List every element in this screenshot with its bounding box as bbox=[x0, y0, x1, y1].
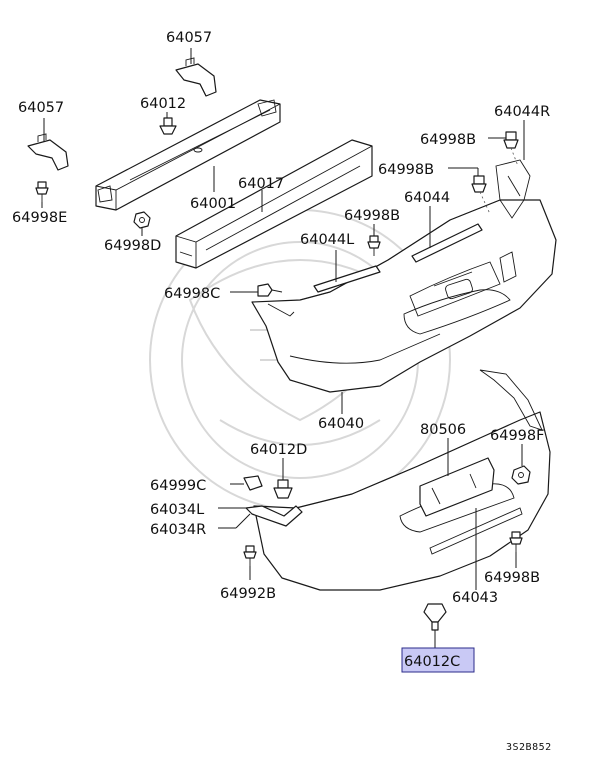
label-64999C[interactable]: 64999C bbox=[150, 478, 206, 494]
label-64057-top[interactable]: 64057 bbox=[166, 30, 212, 46]
label-64998E[interactable]: 64998E bbox=[12, 210, 67, 226]
bolt-64998E[interactable] bbox=[35, 181, 49, 202]
label-64044L[interactable]: 64044L bbox=[300, 232, 354, 248]
label-64034R[interactable]: 64034R bbox=[150, 522, 206, 538]
label-64998C[interactable]: 64998C bbox=[164, 286, 220, 302]
label-64998B-b[interactable]: 64998B bbox=[378, 162, 434, 178]
label-64998D[interactable]: 64998D bbox=[104, 238, 161, 254]
label-64040[interactable]: 64040 bbox=[318, 416, 364, 432]
bolt-64998B-c[interactable] bbox=[367, 235, 381, 256]
bracket-64057-top[interactable] bbox=[175, 57, 217, 97]
bracket-80506[interactable] bbox=[419, 457, 495, 517]
leader-64034R-b bbox=[235, 513, 251, 529]
bracket-64057-left[interactable] bbox=[27, 133, 69, 171]
bolt-64998B-d[interactable] bbox=[509, 531, 523, 552]
label-64012D[interactable]: 64012D bbox=[250, 442, 307, 458]
label-64017[interactable]: 64017 bbox=[238, 176, 284, 192]
label-64998B-c[interactable]: 64998B bbox=[344, 208, 400, 224]
bolt-64998C[interactable] bbox=[257, 283, 283, 297]
dash-64998B-a bbox=[510, 147, 519, 167]
nut-64998F[interactable] bbox=[511, 465, 531, 485]
bolt-64992B[interactable] bbox=[243, 545, 257, 566]
label-64044R[interactable]: 64044R bbox=[494, 104, 550, 120]
bumper-cover-64040[interactable] bbox=[251, 159, 557, 393]
label-80506[interactable]: 80506 bbox=[420, 422, 466, 438]
label-64057-left[interactable]: 64057 bbox=[18, 100, 64, 116]
label-64034L[interactable]: 64034L bbox=[150, 502, 204, 518]
clip-64012C[interactable] bbox=[423, 603, 447, 631]
label-64043[interactable]: 64043 bbox=[452, 590, 498, 606]
highlight-64012C bbox=[401, 647, 475, 673]
label-64012[interactable]: 64012 bbox=[140, 96, 186, 112]
clip-64012[interactable] bbox=[159, 117, 177, 135]
bolt-64998B-b[interactable] bbox=[471, 175, 487, 193]
label-64998B-d[interactable]: 64998B bbox=[484, 570, 540, 586]
absorber-64017[interactable] bbox=[175, 139, 373, 269]
dash-64998B-b bbox=[479, 191, 491, 215]
label-64001[interactable]: 64001 bbox=[190, 196, 236, 212]
moulding-64044[interactable] bbox=[411, 223, 483, 263]
label-64044[interactable]: 64044 bbox=[404, 190, 450, 206]
bolt-64998D[interactable] bbox=[133, 211, 151, 229]
moulding-64044L[interactable] bbox=[313, 265, 381, 293]
label-64992B[interactable]: 64992B bbox=[220, 586, 276, 602]
bolt-64998B-a[interactable] bbox=[503, 131, 519, 149]
label-64998B-a[interactable]: 64998B bbox=[420, 132, 476, 148]
clip-64999C[interactable] bbox=[243, 475, 263, 491]
label-64998F[interactable]: 64998F bbox=[490, 428, 544, 444]
stay-64034[interactable] bbox=[245, 505, 303, 527]
label-64012C[interactable]: 64012C bbox=[404, 654, 460, 670]
reinforcement-64001[interactable] bbox=[95, 99, 281, 211]
diagram-code: 3S2B852 bbox=[506, 742, 552, 753]
clip-64012D[interactable] bbox=[273, 479, 293, 499]
lower-bumper-assembly[interactable] bbox=[253, 369, 551, 591]
